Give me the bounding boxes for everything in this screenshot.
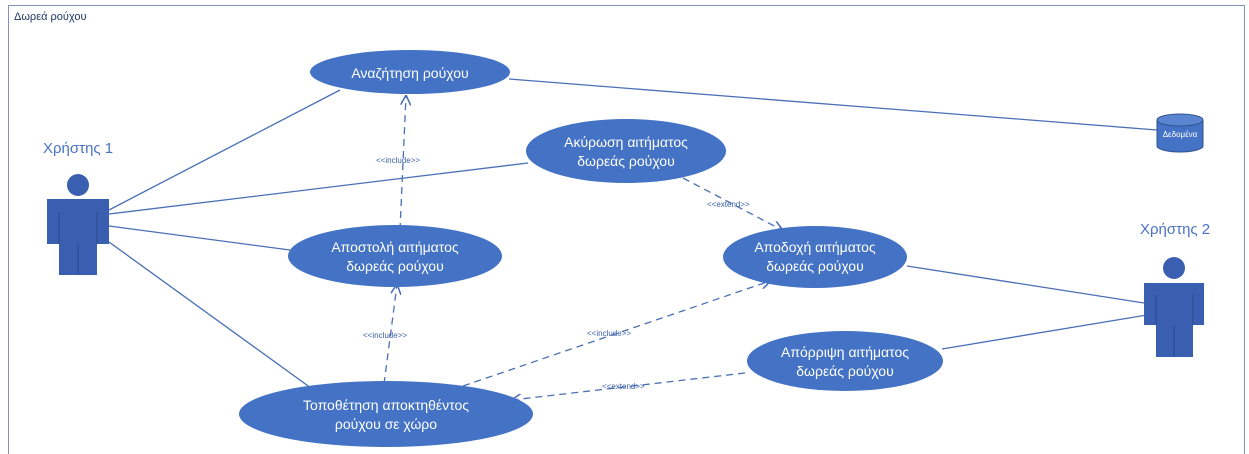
usecase-send-label-2: δωρεάς ρούχου	[346, 258, 443, 274]
assoc-user1-search	[108, 89, 341, 211]
assoc-search-db	[508, 78, 1158, 131]
usecase-send-label-1: Αποστολή αιτήματος	[331, 239, 459, 255]
include-place-accept	[462, 281, 770, 387]
actor-user2-label: Χρήστης 2	[1140, 221, 1210, 238]
actor-user2-icon[interactable]	[1144, 257, 1204, 357]
usecase-reject-label-2: δωρεάς ρούχου	[796, 363, 893, 379]
usecase-send[interactable]: Αποστολή αιτήματος δωρεάς ρούχου	[288, 225, 502, 287]
extend-label-1: <<extend>>	[707, 200, 750, 209]
usecase-cancel-label-2: δωρεάς ρούχου	[577, 153, 674, 169]
usecase-place[interactable]: Τοποθέτηση αποκτηθέντος ρούχου σε χώρο	[239, 381, 533, 447]
extend-reject-place	[512, 372, 746, 400]
actor-user1-label: Χρήστης 1	[43, 140, 113, 157]
diagram-frame	[8, 5, 1245, 454]
assoc-user1-place	[108, 241, 323, 397]
extend-cancel-accept	[682, 177, 782, 230]
include-label-1: <<include>>	[376, 156, 420, 165]
usecase-search-label: Αναζήτηση ρούχου	[351, 65, 468, 81]
include-label-2: <<include>>	[363, 331, 407, 340]
assoc-reject-user2	[941, 309, 1178, 350]
usecase-reject-label-1: Απόρριψη αιτήματος	[781, 344, 909, 360]
assoc-user1-send	[108, 225, 291, 251]
usecase-search[interactable]: Αναζήτηση ρούχου	[310, 50, 510, 94]
assoc-accept-user2	[906, 265, 1145, 304]
usecase-accept-label-2: δωρεάς ρούχου	[766, 258, 863, 274]
usecase-accept[interactable]: Αποδοχή αιτήματος δωρεάς ρούχου	[723, 226, 907, 288]
include-place-send	[383, 285, 397, 385]
usecase-cancel[interactable]: Ακύρωση αιτήματος δωρεάς ρούχου	[526, 119, 726, 183]
usecase-cancel-label-1: Ακύρωση αιτήματος	[564, 134, 688, 150]
usecase-reject[interactable]: Απόρριψη αιτήματος δωρεάς ρούχου	[747, 331, 943, 391]
frame-title: Δωρεά ρούχου	[14, 11, 87, 23]
database-icon[interactable]: Δεδομένα	[1156, 113, 1204, 153]
actor-user1-icon[interactable]	[47, 174, 109, 275]
database-label: Δεδομένα	[1163, 130, 1198, 139]
include-send-search	[399, 96, 406, 231]
assoc-user1-cancel	[108, 162, 529, 215]
usecase-accept-label-1: Αποδοχή αιτήματος	[754, 239, 876, 255]
extend-label-2: <<extend>>	[602, 382, 645, 391]
usecase-place-label-1: Τοποθέτηση αποκτηθέντος	[303, 397, 469, 413]
include-label-3: <<include>>	[587, 329, 631, 338]
usecase-place-label-2: ρούχου σε χώρο	[335, 416, 437, 432]
